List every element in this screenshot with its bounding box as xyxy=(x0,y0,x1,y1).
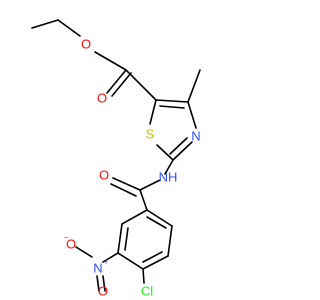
atom-o-ester: O xyxy=(81,37,91,52)
bond-nitro-n-o-double-a xyxy=(96,275,100,292)
bond-ring-c4-c5 xyxy=(142,255,169,270)
atom-nh-amide: NH xyxy=(159,170,178,185)
bond-amide-co-double-b xyxy=(110,183,137,197)
atom-n-ring: N xyxy=(191,129,200,144)
atom-o-nitro-minus: O xyxy=(66,237,76,252)
bond-c4-n3 xyxy=(187,101,197,129)
bond-carbonyl-c5 xyxy=(125,69,157,101)
bond-carbonyl-double-b xyxy=(111,72,132,97)
atom-s-ring: S xyxy=(146,127,155,142)
bond-ring-c5-c6 xyxy=(167,225,173,257)
bond-o-ester-carbonyl-c xyxy=(94,51,127,71)
bond-ch2-o-ester xyxy=(57,19,81,37)
bond-amide-co-double-a xyxy=(112,177,141,191)
bond-ring-nitro-n xyxy=(102,252,119,263)
atom-o-nitro: O xyxy=(98,284,108,299)
bond-ring-c2-c3 xyxy=(117,223,123,254)
charge-n-nitro: + xyxy=(104,258,109,267)
molecule-structure: O O S N NH O N + O − O Cl xyxy=(31,19,201,299)
bond-ring-c6-c1-inner xyxy=(146,216,167,229)
bond-nitro-n-o-minus xyxy=(75,246,93,258)
charge-o-nitro-minus: − xyxy=(64,234,69,243)
bond-carbonyl-double-a xyxy=(106,69,127,94)
atom-o-amide: O xyxy=(99,168,109,183)
bond-nitro-n-o-double-b xyxy=(102,275,106,292)
bond-ring-c4-c5-inner xyxy=(142,251,163,263)
bond-c5-c4-double-b xyxy=(159,105,185,109)
bond-ch3-ch2 xyxy=(31,19,59,29)
bond-ring-c1-c2 xyxy=(121,209,148,225)
atom-o-carbonyl: O xyxy=(97,91,107,106)
bond-c4-methyl xyxy=(187,69,201,103)
bond-amide-c-ring xyxy=(139,189,148,211)
bond-nh-amide-c xyxy=(139,179,161,191)
bond-c2-s1 xyxy=(156,144,174,161)
bond-ring-c2-c3-inner xyxy=(124,227,129,251)
bond-n3-c2-double-a xyxy=(172,141,193,161)
bond-ring-cl xyxy=(142,268,145,284)
bond-n3-c2-double-b xyxy=(169,137,188,155)
atom-cl: Cl xyxy=(141,284,153,299)
bonds xyxy=(31,19,201,292)
bond-c5-c4-double-a xyxy=(155,99,189,103)
atom-n-nitro: N xyxy=(93,261,102,276)
bond-s1-c5 xyxy=(149,99,157,125)
atom-labels: O O S N NH O N + O − O Cl xyxy=(64,37,201,299)
bond-ring-c3-c4 xyxy=(117,252,144,270)
bond-ring-c6-c1 xyxy=(146,209,173,227)
bond-c2-nh xyxy=(164,159,174,175)
